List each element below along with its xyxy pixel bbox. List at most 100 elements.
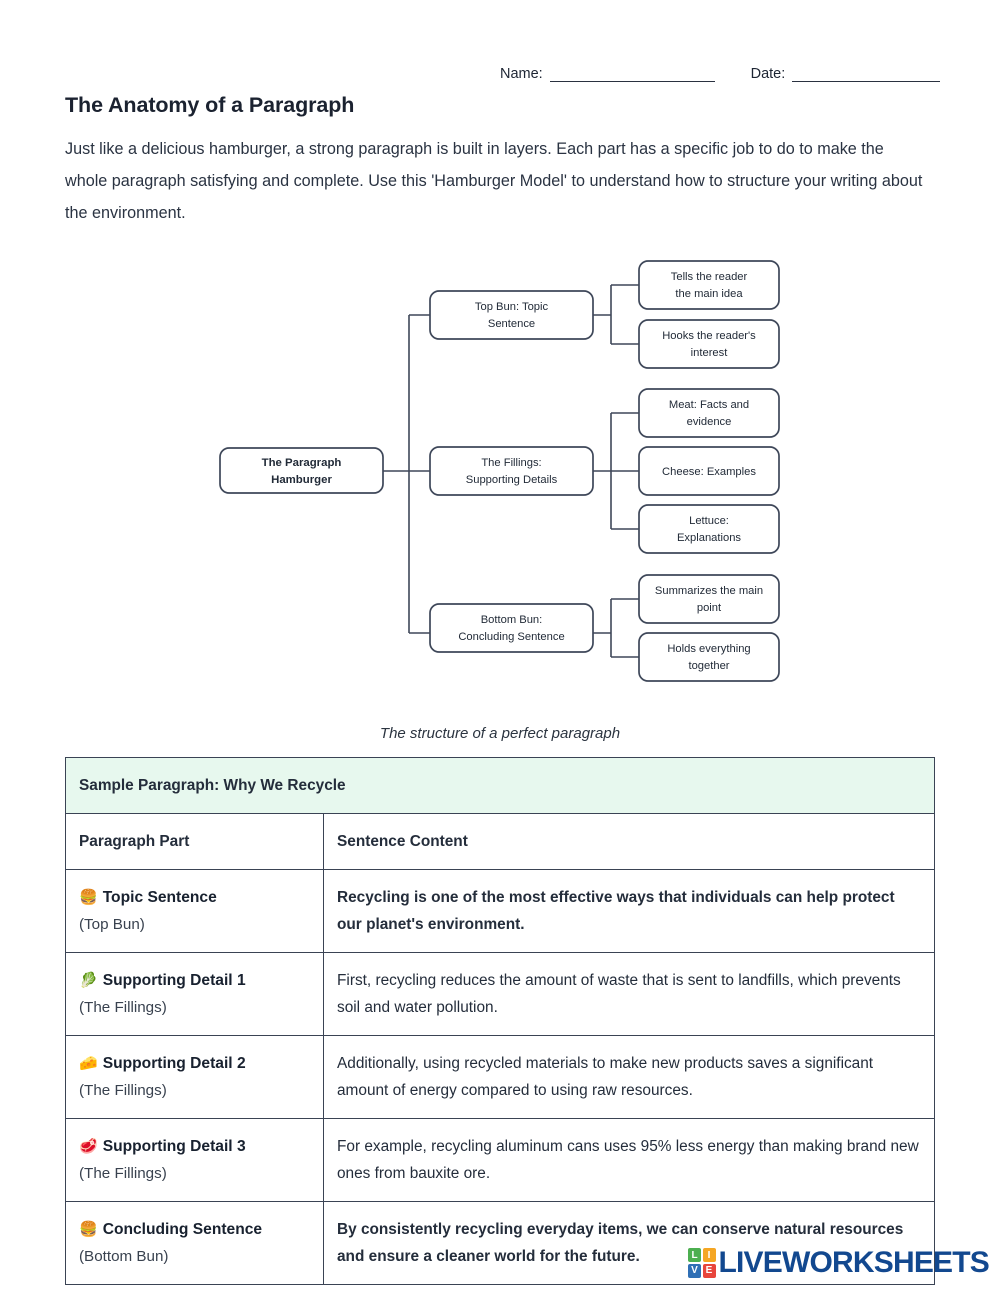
leaf-label-line1: Cheese: Examples <box>662 466 756 478</box>
leaf-label-line1: Lettuce: <box>689 515 729 527</box>
leafy-green-icon: 🥬 <box>79 971 98 989</box>
logo-tile-l: L <box>688 1248 701 1263</box>
table-row: 🍔Concluding Sentence (Bottom Bun) By con… <box>65 1201 935 1285</box>
top-bun-box <box>429 290 594 340</box>
logo-tiles: L I V E <box>688 1248 716 1278</box>
date-input-rule[interactable] <box>792 68 940 82</box>
hamburger-icon: 🍔 <box>79 888 98 906</box>
content-cell: First, recycling reduces the amount of w… <box>323 952 935 1036</box>
top-bun-label-line1: Top Bun: Topic <box>475 301 549 313</box>
fillings-label-line1: The Fillings: <box>481 457 541 469</box>
diagram-node-bottom-bun[interactable]: Bottom Bun: Concluding Sentence <box>429 603 594 653</box>
content-cell: Recycling is one of the most effective w… <box>323 869 935 953</box>
intro-paragraph: Just like a delicious hamburger, a stron… <box>65 140 923 222</box>
name-label: Name: <box>500 66 543 82</box>
logo-wordmark: LIVEWORKSHEETS <box>718 1246 990 1279</box>
bottom-bun-label-line2: Concluding Sentence <box>458 631 564 643</box>
part-title-line: 🍔Topic Sentence <box>79 884 309 911</box>
page-title: The Anatomy of a Paragraph <box>65 93 355 117</box>
top-bun-label-line2: Sentence <box>488 318 535 330</box>
diagram-leaf-meat-facts[interactable]: Meat: Facts and evidence <box>638 388 780 438</box>
part-cell: 🥬Supporting Detail 1 (The Fillings) <box>65 952 324 1036</box>
name-date-row: Name: Date: <box>500 66 940 82</box>
name-input-rule[interactable] <box>549 68 716 82</box>
part-title-line: 🥩Supporting Detail 3 <box>79 1133 309 1160</box>
table-row: 🧀Supporting Detail 2 (The Fillings) Addi… <box>65 1035 935 1119</box>
part-label: Supporting Detail 3 <box>102 1138 246 1155</box>
part-title-line: 🧀Supporting Detail 2 <box>79 1050 309 1077</box>
part-sublabel: (Top Bun) <box>79 916 145 933</box>
leaf-label-line2: Explanations <box>677 532 741 544</box>
diagram-leaf-cheese-examples[interactable]: Cheese: Examples <box>638 446 780 496</box>
part-sublabel: (The Fillings) <box>79 1165 167 1182</box>
leaf-label-line1: Summarizes the main <box>655 585 763 597</box>
table-title-row: Sample Paragraph: Why We Recycle <box>65 757 935 814</box>
part-cell: 🥩Supporting Detail 3 (The Fillings) <box>65 1118 324 1202</box>
diagram-caption: The structure of a perfect paragraph <box>379 725 621 742</box>
leaf-box <box>638 504 780 554</box>
diagram-leaf-summarizes-point[interactable]: Summarizes the main point <box>638 574 780 624</box>
diagram-node-root[interactable]: The Paragraph Hamburger <box>219 447 384 494</box>
leaf-label-line2: together <box>688 660 729 672</box>
diagram-node-fillings[interactable]: The Fillings: Supporting Details <box>429 446 594 496</box>
content-cell: By consistently recycling everyday items… <box>323 1201 935 1285</box>
date-label: Date: <box>750 66 786 82</box>
sample-paragraph-table: Sample Paragraph: Why We Recycle Paragra… <box>65 757 935 1285</box>
table-header-row: Paragraph Part Sentence Content <box>65 813 935 870</box>
table-row: 🍔Topic Sentence (Top Bun) Recycling is o… <box>65 869 935 953</box>
leaf-box <box>638 574 780 624</box>
cheese-icon: 🧀 <box>79 1054 98 1072</box>
logo-tile-v: V <box>688 1263 701 1278</box>
leaf-label-line2: point <box>697 602 722 614</box>
part-title-line: 🍔Concluding Sentence <box>79 1216 309 1243</box>
column-header-sentence-content: Sentence Content <box>323 813 935 870</box>
table-title: Sample Paragraph: Why We Recycle <box>65 757 935 814</box>
leaf-label-line1: Hooks the reader's <box>662 330 756 342</box>
diagram-leaf-tells-reader[interactable]: Tells the reader the main idea <box>638 260 780 310</box>
fillings-box <box>429 446 594 496</box>
hamburger-icon: 🍔 <box>79 1220 98 1238</box>
leaf-box <box>638 446 780 496</box>
column-header-paragraph-part: Paragraph Part <box>65 813 324 870</box>
leaf-label-line1: Tells the reader <box>671 271 748 283</box>
content-cell: Additionally, using recycled materials t… <box>323 1035 935 1119</box>
part-label: Concluding Sentence <box>102 1221 263 1238</box>
root-box <box>219 447 384 494</box>
content-cell: For example, recycling aluminum cans use… <box>323 1118 935 1202</box>
liveworksheets-logo[interactable]: L I V E LIVEWORKSHEETS <box>688 1246 990 1279</box>
part-cell: 🍔Topic Sentence (Top Bun) <box>65 869 324 953</box>
part-cell: 🍔Concluding Sentence (Bottom Bun) <box>65 1201 324 1285</box>
diagram-leaf-hooks-interest[interactable]: Hooks the reader's interest <box>638 319 780 369</box>
leaf-label-line1: Holds everything <box>667 643 750 655</box>
bottom-bun-box <box>429 603 594 653</box>
leaf-box <box>638 260 780 310</box>
diagram-leaf-lettuce-explanations[interactable]: Lettuce: Explanations <box>638 504 780 554</box>
bottom-bun-label-line1: Bottom Bun: <box>481 614 543 626</box>
diagram-leaf-holds-together[interactable]: Holds everything together <box>638 632 780 682</box>
logo-tile-i: I <box>702 1248 716 1263</box>
leaf-box <box>638 319 780 369</box>
part-sublabel: (The Fillings) <box>79 999 167 1016</box>
leaf-label-line2: interest <box>691 347 729 359</box>
logo-tile-e: E <box>702 1263 716 1278</box>
part-label: Supporting Detail 1 <box>102 972 246 989</box>
part-title-line: 🥬Supporting Detail 1 <box>79 967 309 994</box>
root-label-line1: The Paragraph <box>262 457 342 469</box>
table-row: 🥬Supporting Detail 1 (The Fillings) Firs… <box>65 952 935 1036</box>
root-label-line2: Hamburger <box>271 474 332 486</box>
leaf-box <box>638 632 780 682</box>
part-sublabel: (Bottom Bun) <box>79 1248 169 1265</box>
hamburger-model-diagram: The Paragraph Hamburger Top Bun: Topic S… <box>60 245 940 700</box>
part-label: Supporting Detail 2 <box>102 1055 246 1072</box>
leaf-label-line2: the main idea <box>675 288 743 300</box>
leaf-label-line1: Meat: Facts and <box>669 399 749 411</box>
fillings-label-line2: Supporting Details <box>466 474 558 486</box>
leaf-box <box>638 388 780 438</box>
part-label: Topic Sentence <box>102 889 217 906</box>
diagram-node-top-bun[interactable]: Top Bun: Topic Sentence <box>429 290 594 340</box>
meat-cut-icon: 🥩 <box>79 1137 98 1155</box>
part-sublabel: (The Fillings) <box>79 1082 167 1099</box>
part-cell: 🧀Supporting Detail 2 (The Fillings) <box>65 1035 324 1119</box>
leaf-label-line2: evidence <box>687 416 732 428</box>
table-row: 🥩Supporting Detail 3 (The Fillings) For … <box>65 1118 935 1202</box>
